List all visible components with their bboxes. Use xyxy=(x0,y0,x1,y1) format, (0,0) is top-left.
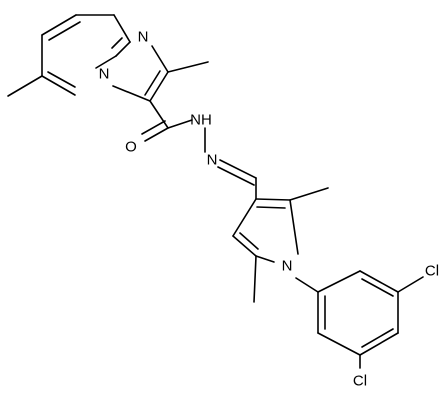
bond xyxy=(361,328,394,348)
bond xyxy=(317,332,361,356)
bond xyxy=(219,159,257,179)
bond xyxy=(256,206,286,209)
bond xyxy=(113,14,131,43)
atom-label-n-bridgehead: N xyxy=(99,66,110,83)
atom-label-nh-hydrazide: NH xyxy=(190,112,212,129)
bond xyxy=(359,270,399,293)
bond xyxy=(115,41,131,57)
bond xyxy=(7,75,43,97)
bond xyxy=(111,37,123,49)
bond xyxy=(149,100,169,129)
bond xyxy=(41,14,77,36)
bond xyxy=(167,119,193,129)
bond xyxy=(253,255,257,303)
bond xyxy=(295,277,319,293)
bond xyxy=(95,55,117,69)
bond xyxy=(144,70,161,96)
bond xyxy=(151,45,169,73)
bond xyxy=(112,85,151,102)
bond xyxy=(255,255,275,263)
bond xyxy=(47,71,76,88)
bond xyxy=(359,332,399,356)
atom-label-cl-top: Cl xyxy=(425,263,439,280)
atom-label-cl-bottom: Cl xyxy=(353,373,367,390)
atom-labels: N N O NH N N Cl Cl xyxy=(99,29,440,390)
bond xyxy=(255,198,291,201)
atom-label-n-pyrrole: N xyxy=(282,258,293,275)
bond xyxy=(232,235,257,257)
bond xyxy=(361,278,394,297)
bond xyxy=(141,120,166,135)
bond xyxy=(144,127,169,142)
bond xyxy=(232,198,257,237)
bonds xyxy=(7,14,424,369)
bond xyxy=(48,21,81,41)
bond xyxy=(149,71,169,102)
bond xyxy=(289,199,299,255)
bond xyxy=(289,187,329,201)
bond xyxy=(217,166,255,186)
bond xyxy=(167,61,209,73)
bond xyxy=(317,270,361,293)
bond xyxy=(397,276,424,293)
atom-label-n-imidazole: N xyxy=(138,29,149,46)
bond xyxy=(239,232,259,250)
bond xyxy=(41,75,76,96)
atom-label-n-imine: N xyxy=(207,152,218,169)
atom-label-o-carbonyl: O xyxy=(125,139,137,156)
